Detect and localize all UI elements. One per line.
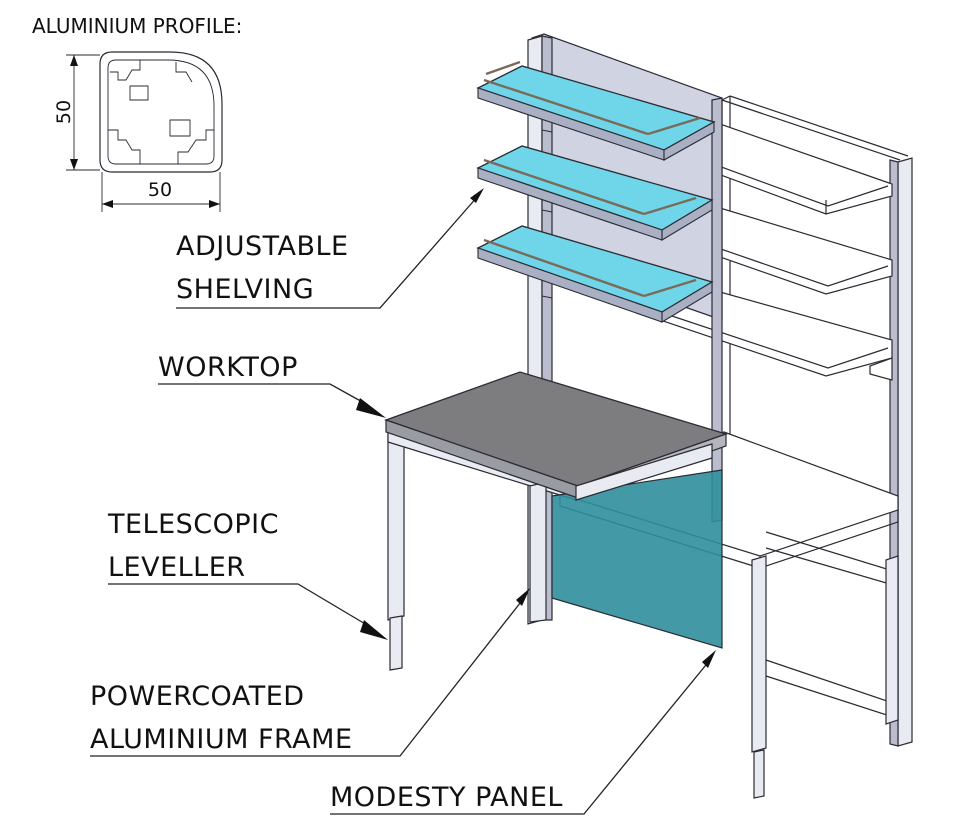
- label-powercoated-frame: POWERCOATED ALUMINIUM FRAME: [90, 588, 530, 757]
- modesty-text: MODESTY PANEL: [330, 782, 563, 813]
- worktop-text: WORKTOP: [158, 352, 298, 383]
- label-worktop: WORKTOP: [158, 352, 386, 418]
- profile-width-value: 50: [148, 179, 172, 201]
- frame-line1: POWERCOATED: [90, 681, 305, 712]
- profile-title: ALUMINIUM PROFILE:: [32, 14, 242, 38]
- label-telescopic-leveller: TELESCOPIC LEVELLER: [107, 509, 388, 640]
- adjustable-shelf-2: [476, 145, 714, 241]
- front-table: [384, 371, 729, 671]
- adjustable-line2: SHELVING: [176, 274, 314, 305]
- profile-height-dimension: 50: [53, 54, 100, 171]
- adjustable-shelf-3: [476, 225, 714, 323]
- adjustable-shelf-1: [476, 60, 716, 161]
- label-adjustable-shelving: ADJUSTABLE SHELVING: [176, 188, 484, 309]
- frame-line2: ALUMINIUM FRAME: [90, 724, 353, 755]
- telescopic-line2: LEVELLER: [108, 552, 246, 583]
- aluminium-profile-detail: ALUMINIUM PROFILE: 50: [32, 14, 242, 212]
- adjustable-line1: ADJUSTABLE: [176, 231, 349, 262]
- profile-height-value: 50: [53, 100, 75, 124]
- label-modesty-panel: MODESTY PANEL: [330, 650, 716, 815]
- telescopic-line1: TELESCOPIC: [107, 509, 279, 540]
- modesty-panel: [551, 469, 723, 649]
- profile-width-dimension: 50: [101, 172, 221, 212]
- profile-cross-section: [99, 51, 223, 173]
